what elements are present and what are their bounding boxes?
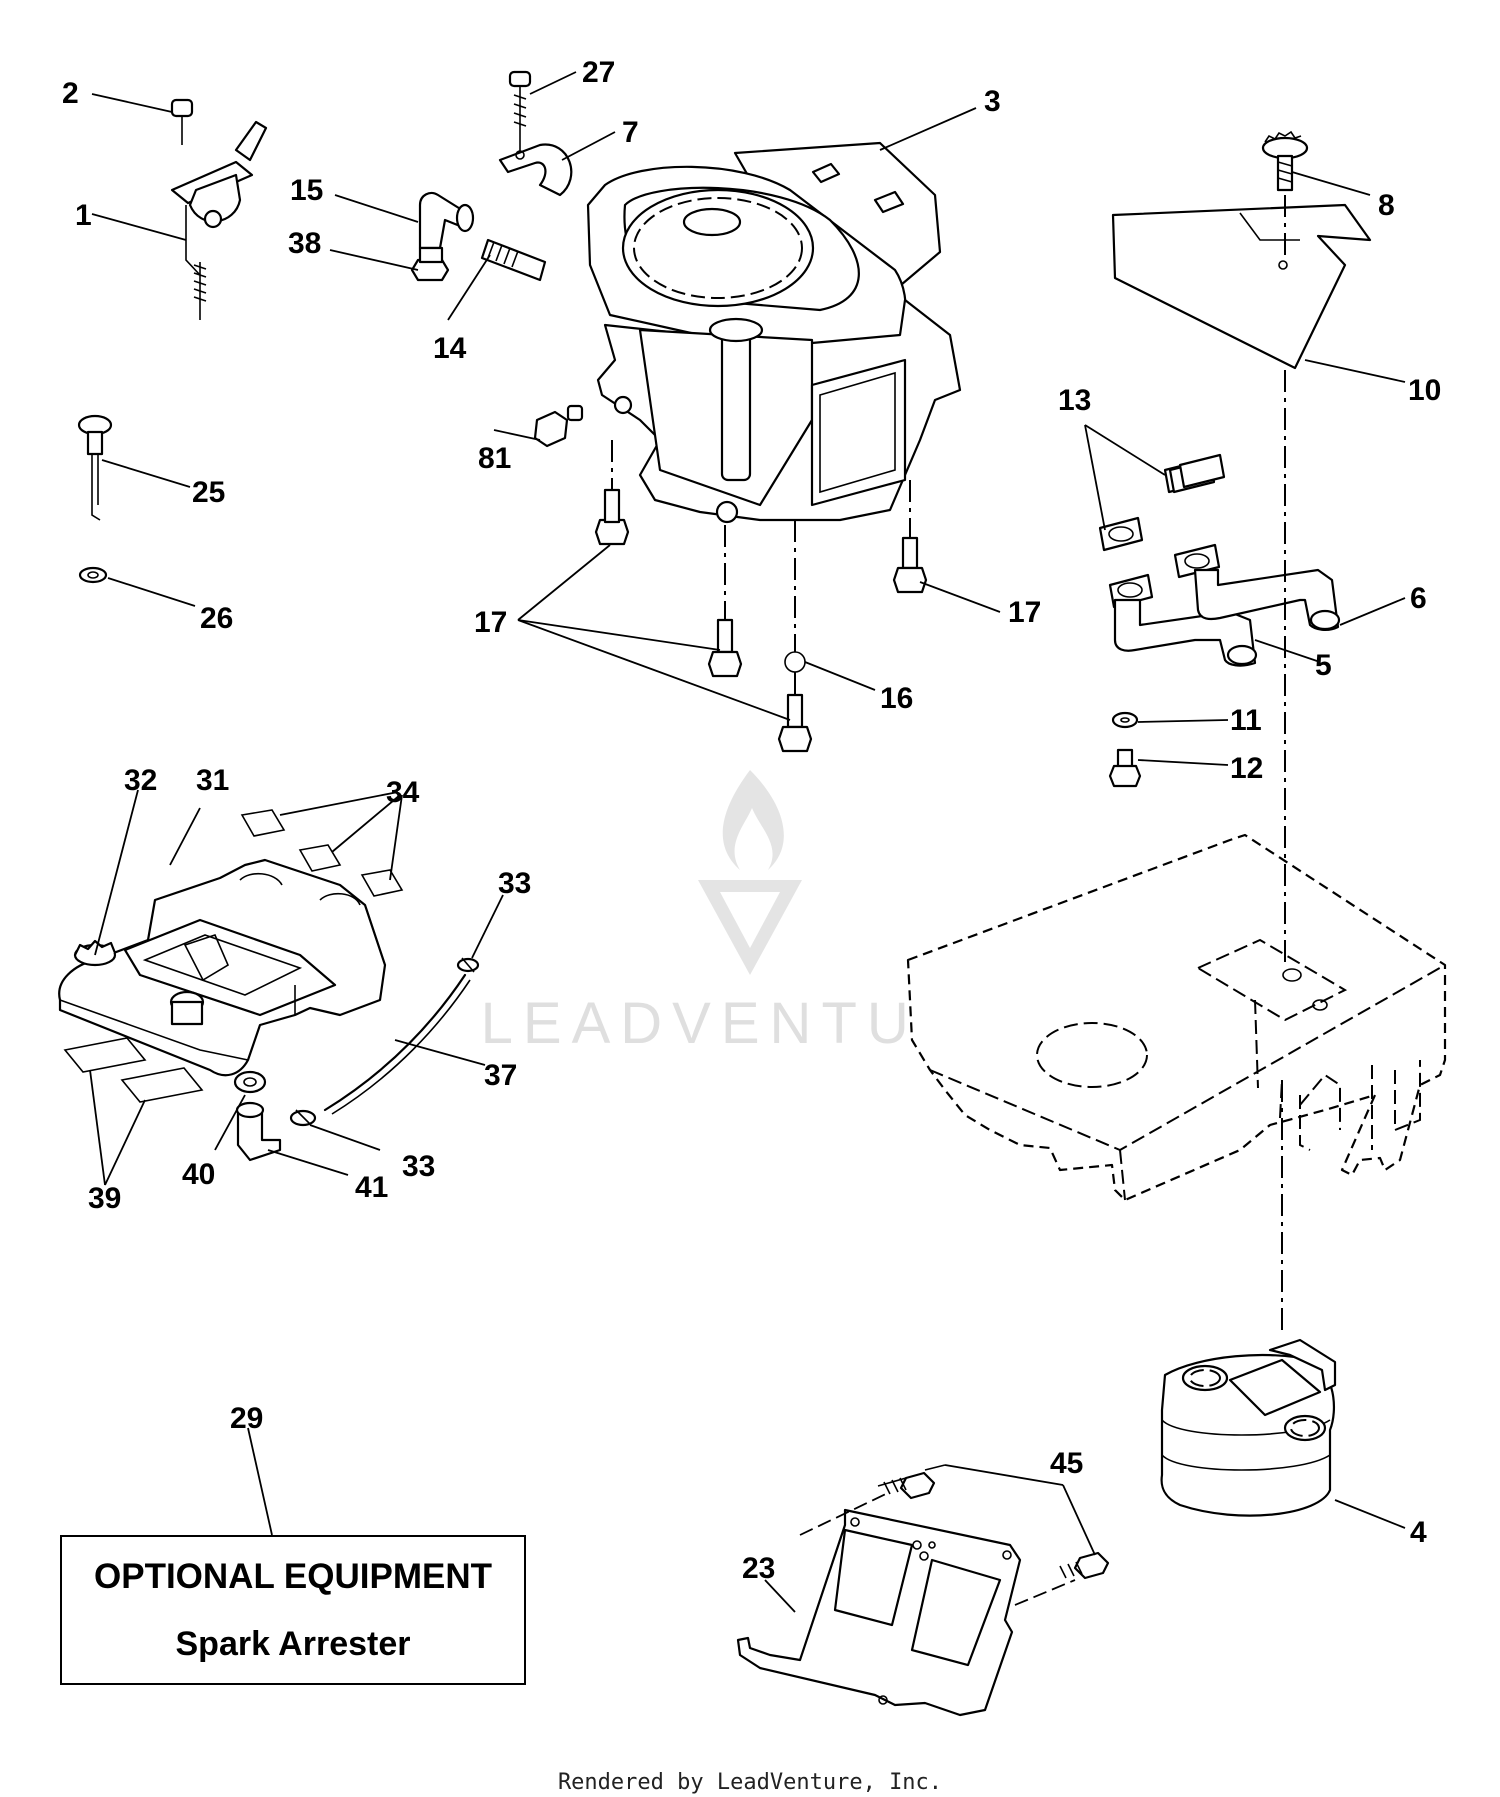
callout-label: 25 xyxy=(192,476,225,509)
heat-shield-part xyxy=(1111,130,1372,370)
optional-equipment-box: OPTIONAL EQUIPMENT Spark Arrester xyxy=(60,1535,526,1685)
muffler-part xyxy=(1160,1338,1337,1517)
exhaust-pipes-part xyxy=(1098,453,1341,667)
callout-label: 27 xyxy=(582,56,615,89)
exhaust-bolt-part xyxy=(1108,711,1142,788)
engine-bolts-part xyxy=(594,440,928,753)
callout-label: 23 xyxy=(742,1552,775,1585)
watermark-flame-icon xyxy=(722,770,784,870)
callout-label: 15 xyxy=(290,174,323,207)
oil-fittings-part xyxy=(410,191,584,448)
clamp-part xyxy=(498,70,573,197)
callout-label: 37 xyxy=(484,1059,517,1092)
callout-label: 5 xyxy=(1315,649,1332,682)
fuel-tank-part xyxy=(58,858,387,1077)
foam-pads-part xyxy=(63,809,404,1103)
spark-arrester-label: Spark Arrester xyxy=(175,1624,411,1663)
throttle-control-part xyxy=(170,98,268,320)
chassis-frame-part xyxy=(906,833,1447,1202)
callout-label: 1 xyxy=(75,199,92,232)
callout-label: 31 xyxy=(196,764,229,797)
callout-label: 17 xyxy=(474,606,507,639)
callout-label: 81 xyxy=(478,442,511,475)
callout-label: 41 xyxy=(355,1171,388,1204)
callout-labels: 1 2 1 3 4 5 6 7 8 10 11 12 13 14 15 16 1… xyxy=(62,56,1441,1585)
engine-part xyxy=(586,141,962,524)
callout-label: 14 xyxy=(433,332,467,365)
callout-label: 45 xyxy=(1050,1447,1083,1480)
callout-label: 2 xyxy=(62,77,79,110)
callout-label: 34 xyxy=(386,776,420,809)
callout-label: 8 xyxy=(1378,189,1395,222)
callout-label: 33 xyxy=(402,1150,435,1183)
callout-label: 7 xyxy=(622,116,639,149)
spark-arrester-part xyxy=(736,1464,1110,1717)
fuel-line-part xyxy=(233,957,480,1162)
callout-label: 40 xyxy=(182,1158,215,1191)
callout-label: 11 xyxy=(1230,704,1262,737)
callout-label: 16 xyxy=(880,682,913,715)
callout-label: 38 xyxy=(288,227,321,260)
callout-label: 6 xyxy=(1410,582,1427,615)
callout-label: 10 xyxy=(1408,374,1441,407)
choke-cable-part xyxy=(77,414,113,584)
callout-label: 33 xyxy=(498,867,531,900)
callout-label: 32 xyxy=(124,764,157,797)
callout-label: 12 xyxy=(1230,752,1263,785)
optional-equipment-title: OPTIONAL EQUIPMENT xyxy=(94,1556,492,1596)
watermark-v-icon xyxy=(698,880,802,975)
callout-label: 3 xyxy=(984,85,1001,118)
callout-label: 29 xyxy=(230,1402,263,1435)
callout-label: 17 xyxy=(1008,596,1041,629)
callout-label: 39 xyxy=(88,1182,121,1215)
footer-credit: Rendered by LeadVenture, Inc. xyxy=(557,1770,943,1795)
callout-label: 13 xyxy=(1058,384,1091,417)
callout-label: 26 xyxy=(200,602,233,635)
callout-label: 4 xyxy=(1410,1516,1427,1549)
